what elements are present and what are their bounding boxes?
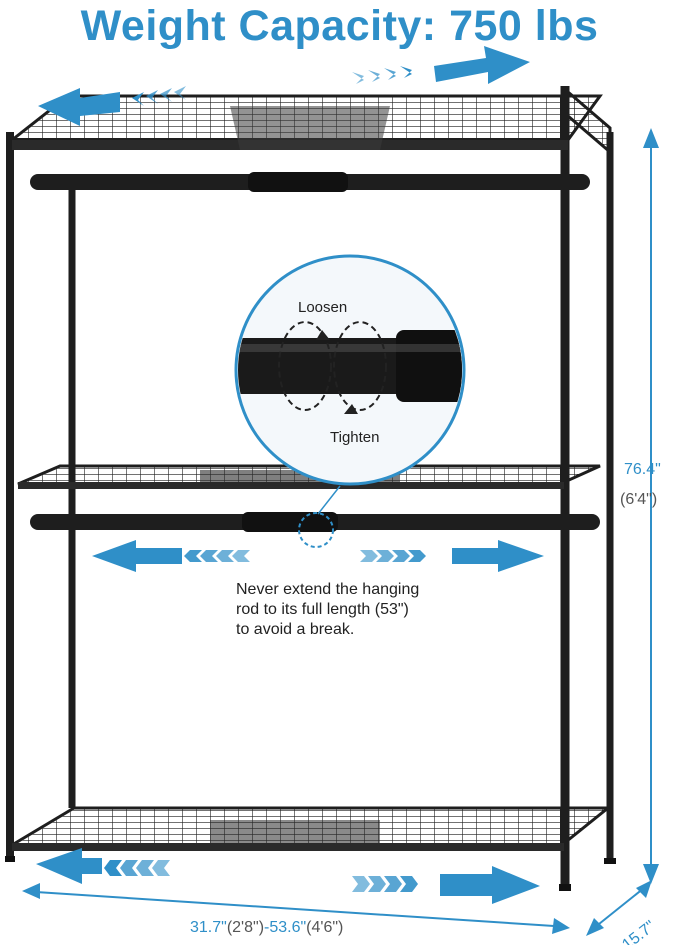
leveling-feet <box>5 856 616 891</box>
note-line-2: rod to its full length (53") <box>236 601 409 618</box>
width-min-ft: (2'8") <box>227 919 264 936</box>
note-line-3: to avoid a break. <box>236 621 355 638</box>
height-ft-label: (6'4") <box>620 491 657 508</box>
middle-rod-right-arrow <box>360 540 544 572</box>
rod-joint-detail <box>234 254 466 548</box>
bottom-shelf <box>6 806 613 851</box>
top-shelf-left-arrow <box>38 86 186 126</box>
weight-capacity-title: Weight Capacity: 750 lbs <box>80 2 599 50</box>
width-label: 31.7"(2'8")-53.6"(4'6") <box>190 919 343 936</box>
middle-hanging-rod <box>30 512 600 532</box>
dimension-lines <box>22 128 659 936</box>
loosen-label: Loosen <box>298 299 347 316</box>
note-line-1: Never extend the hanging <box>236 581 420 598</box>
tighten-label: Tighten <box>330 429 379 446</box>
top-shelf <box>7 88 612 156</box>
top-shelf-right-arrow <box>352 46 530 84</box>
bottom-shelf-left-arrow <box>36 848 170 884</box>
depth-label: 15.7" <box>619 918 658 945</box>
width-max-ft: (4'6") <box>306 919 343 936</box>
rack-frame <box>6 86 614 888</box>
bottom-shelf-right-arrow <box>352 866 540 904</box>
width-max: 53.6" <box>269 919 306 936</box>
width-min: 31.7" <box>190 919 227 936</box>
width-separator: - <box>264 919 269 936</box>
middle-rod-left-arrow <box>92 540 250 572</box>
rod-joint-marker <box>298 512 334 548</box>
top-hanging-rod <box>30 172 590 192</box>
extension-warning-note: Never extend the hanging rod to its full… <box>236 580 536 640</box>
height-label: 76.4" <box>624 461 661 478</box>
